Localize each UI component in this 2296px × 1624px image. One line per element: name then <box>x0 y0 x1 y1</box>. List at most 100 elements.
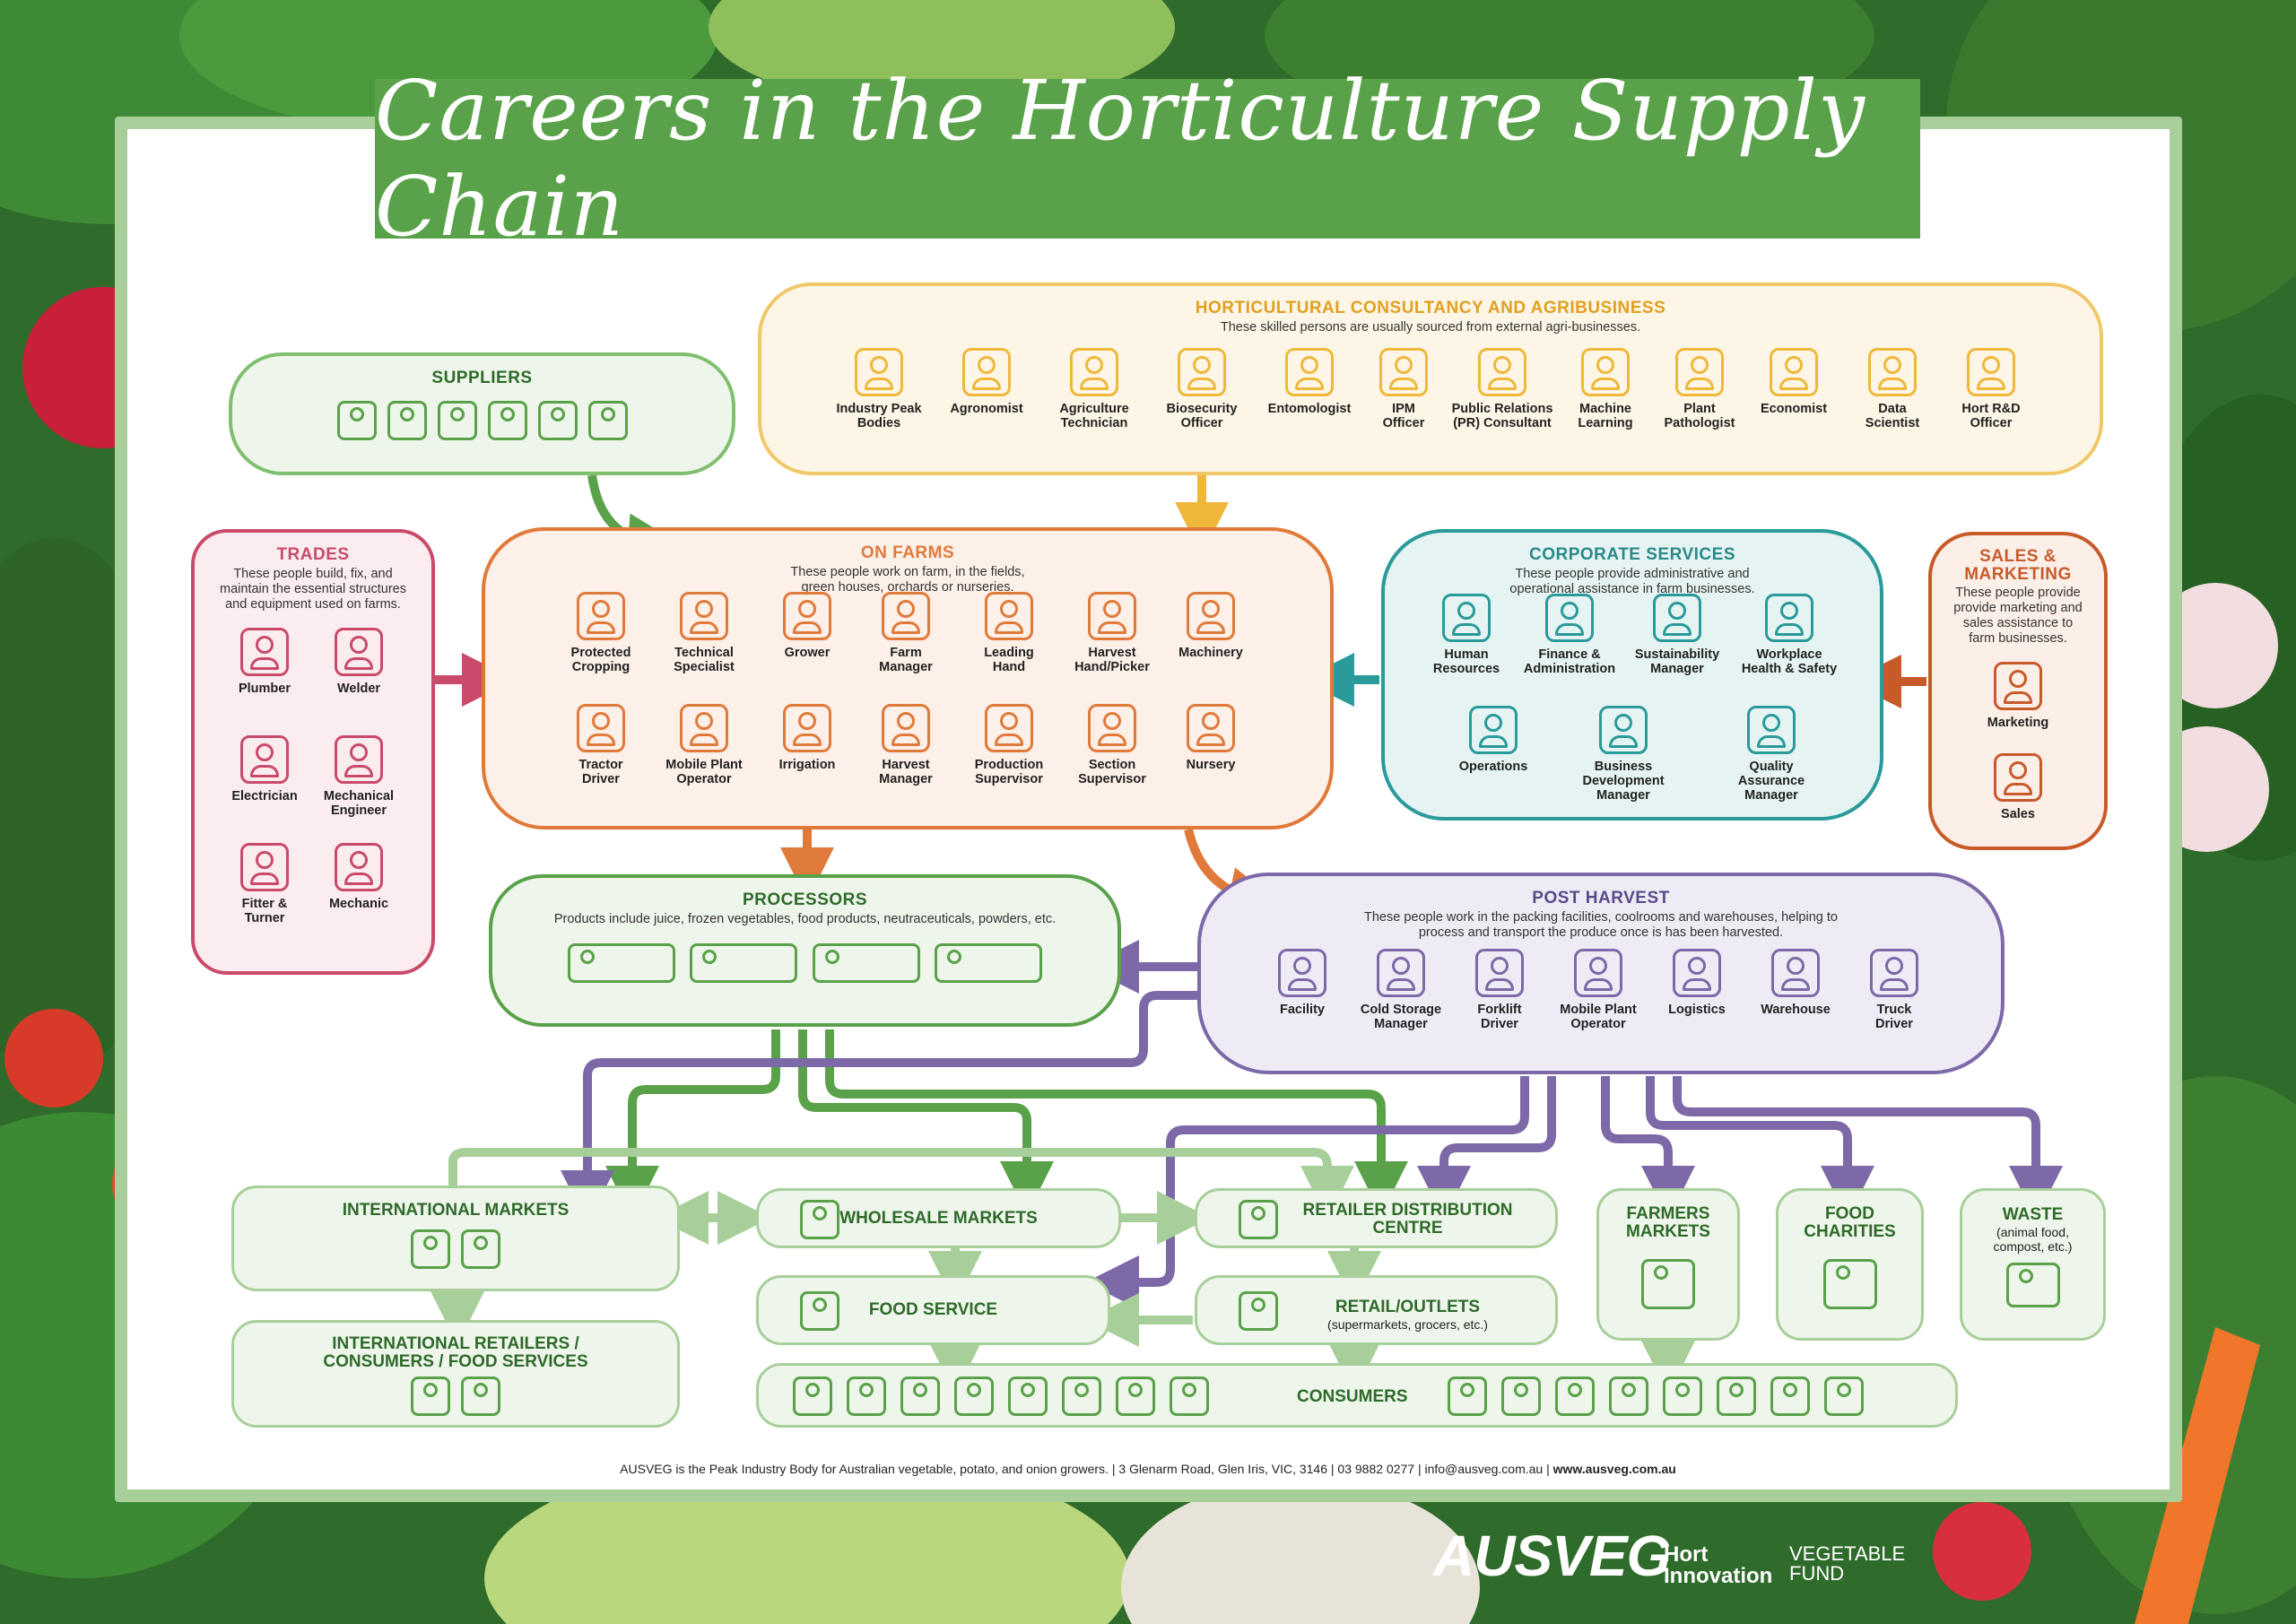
onfarms-person-icon <box>783 592 831 640</box>
globe-person-icon <box>411 1229 450 1269</box>
consultancy-label: Machine Learning <box>1578 402 1633 430</box>
trades-item: Electrician <box>211 735 318 803</box>
wholesale-markets-label: WHOLESALE MARKETS <box>839 1208 1038 1228</box>
intl-retailers-label: INTERNATIONAL RETAILERS / CONSUMERS / FO… <box>323 1334 588 1371</box>
consumer-person-icon <box>1501 1376 1541 1416</box>
consultancy-item: Data Scientist <box>1839 348 1946 430</box>
onfarms-person-icon <box>985 592 1033 640</box>
postharvest-person-icon <box>1870 949 1918 997</box>
consumer-person-icon <box>847 1376 886 1416</box>
carrot-icon <box>2135 1327 2260 1624</box>
onfarms-person-icon <box>1088 592 1136 640</box>
suppliers-title: SUPPLIERS <box>431 369 533 387</box>
consultancy-person-icon <box>1675 348 1724 396</box>
onfarms-label: Nursery <box>1186 758 1236 772</box>
consultancy-item: Entomologist <box>1256 348 1363 416</box>
consultancy-label: Economist <box>1760 402 1828 416</box>
consultancy-item: Hort R&D Officer <box>1937 348 2045 430</box>
footer-url[interactable]: www.ausveg.com.au <box>1552 1462 1676 1476</box>
consultancy-person-icon <box>1581 348 1630 396</box>
vegetable-fund-logo: VEGETABLE FUND <box>1789 1542 1906 1585</box>
onfarms-person-icon <box>985 704 1033 752</box>
consultancy-label: Agronomist <box>950 402 1023 416</box>
supplier-store-icon <box>537 401 578 440</box>
consultancy-item: Economist <box>1740 348 1848 416</box>
postharvest-item: Mobile Plant Operator <box>1544 949 1652 1031</box>
onfarms-item: Nursery <box>1157 704 1265 772</box>
consultancy-label: Data Scientist <box>1865 402 1920 430</box>
trades-box: TRADES These people build, fix, and main… <box>191 529 435 975</box>
postharvest-item: Cold Storage Manager <box>1347 949 1455 1031</box>
postharvest-title: POST HARVEST <box>1532 889 1670 908</box>
global-network-icon <box>461 1229 500 1269</box>
consultancy-label: Biosecurity Officer <box>1166 402 1238 430</box>
supplier-store-icon <box>437 401 477 440</box>
consultancy-person-icon <box>1178 348 1226 396</box>
corporate-box: CORPORATE SERVICES These people provide … <box>1381 529 1883 821</box>
international-markets-label: INTERNATIONAL MARKETS <box>342 1201 570 1220</box>
corporate-person-icon <box>1765 594 1813 642</box>
corporate-person-icon <box>1599 706 1648 754</box>
consumer-person-icon <box>1609 1376 1648 1416</box>
consultancy-person-icon <box>855 348 903 396</box>
trades-label: Fitter & Turner <box>241 897 288 925</box>
postharvest-item: Logistics <box>1643 949 1751 1017</box>
market-stall-icon <box>800 1200 839 1239</box>
processors-title: PROCESSORS <box>742 890 868 909</box>
onfarms-label: Harvest Manager <box>879 758 933 786</box>
trades-label: Mechanical Engineer <box>323 789 395 818</box>
onfarms-label: Section Supervisor <box>1078 758 1146 786</box>
page-title: Careers in the Horticulture Supply Chain <box>375 63 1866 255</box>
cargo-ship-icon <box>411 1376 450 1416</box>
consultancy-person-icon <box>1967 348 2015 396</box>
consultancy-label: Agriculture Technician <box>1059 402 1129 430</box>
onfarms-person-icon <box>577 704 625 752</box>
retail-outlets-label: RETAIL/OUTLETS <box>1335 1298 1481 1316</box>
corporate-title: CORPORATE SERVICES <box>1528 545 1735 564</box>
corporate-person-icon <box>1653 594 1701 642</box>
farmer-stall-icon <box>1641 1259 1695 1309</box>
onfarms-item: Production Supervisor <box>955 704 1063 786</box>
trades-label: Mechanic <box>328 897 389 911</box>
trades-item: Fitter & Turner <box>211 843 318 925</box>
postharvest-person-icon <box>1771 949 1820 997</box>
consumer-person-icon <box>954 1376 994 1416</box>
corporate-label: Business Development Manager <box>1582 760 1665 803</box>
conveyor-machine-icon <box>812 943 920 983</box>
postharvest-desc: These people work in the packing facilit… <box>1364 910 1838 940</box>
consumers-label: CONSUMERS <box>1297 1387 1408 1406</box>
trades-label: Plumber <box>238 682 291 696</box>
consultancy-item: IPM Officer <box>1350 348 1457 430</box>
footer: AUSVEG is the Peak Industry Body for Aus… <box>0 1462 2296 1476</box>
intl-retailers-box: INTERNATIONAL RETAILERS / CONSUMERS / FO… <box>231 1320 680 1428</box>
postharvest-person-icon <box>1377 949 1425 997</box>
heart-hand-icon <box>1822 1259 1877 1309</box>
waste-label: WASTE <box>2002 1205 2064 1224</box>
farmers-markets-box: FARMERS MARKETS <box>1596 1188 1740 1341</box>
consultancy-label: Plant Pathologist <box>1664 402 1735 430</box>
onfarms-person-icon <box>1088 704 1136 752</box>
supplier-store-icon <box>487 401 527 440</box>
corporate-label: Quality Assurance Manager <box>1737 760 1805 803</box>
consultancy-item: Machine Learning <box>1552 348 1659 430</box>
consumer-person-icon <box>1770 1376 1810 1416</box>
postharvest-item: Truck Driver <box>1840 949 1948 1031</box>
postharvest-person-icon <box>1278 949 1326 997</box>
trades-person-icon <box>240 628 289 676</box>
onfarms-label: Technical Specialist <box>674 646 735 674</box>
delivery-truck-icon <box>461 1376 500 1416</box>
onfarms-person-icon <box>1187 704 1235 752</box>
waste-sub: (animal food, compost, etc.) <box>1993 1225 2073 1254</box>
consultancy-item: Plant Pathologist <box>1646 348 1753 430</box>
onfarms-person-icon <box>783 704 831 752</box>
postharvest-item: Forklift Driver <box>1446 949 1553 1031</box>
consumer-person-icon <box>1008 1376 1048 1416</box>
international-markets-box: INTERNATIONAL MARKETS <box>231 1185 680 1291</box>
trades-item: Mechanic <box>305 843 413 911</box>
retail-outlets-box: RETAIL/OUTLETS (supermarkets, grocers, e… <box>1195 1275 1558 1345</box>
consultancy-label: Entomologist <box>1267 402 1352 416</box>
corporate-person-icon <box>1747 706 1796 754</box>
food-tray-icon <box>800 1291 839 1331</box>
trades-item: Welder <box>305 628 413 696</box>
consumer-person-icon <box>900 1376 940 1416</box>
